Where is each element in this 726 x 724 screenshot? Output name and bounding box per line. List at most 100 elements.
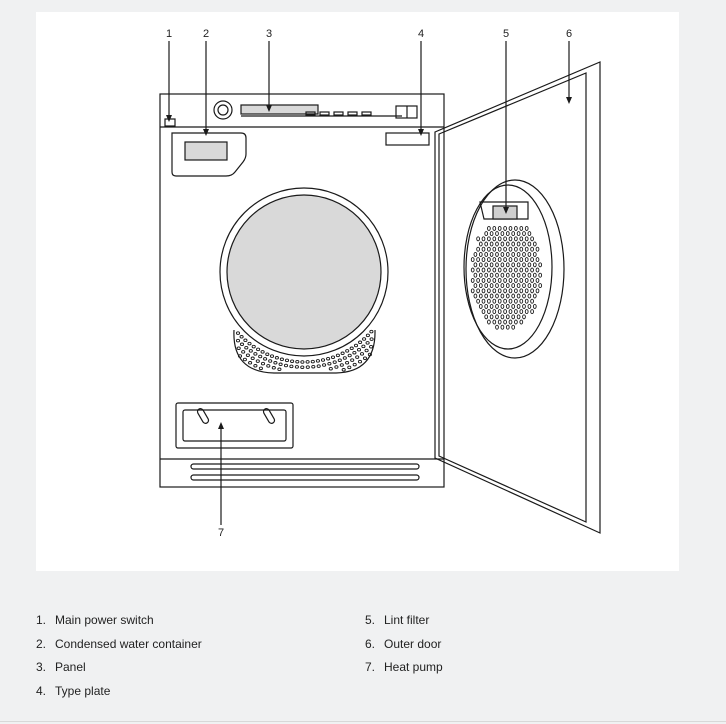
plinth-slot (190, 463, 420, 470)
vent-hole (353, 343, 359, 348)
legend-item: 2.Condensed water container (36, 636, 202, 660)
legend-number: 1. (36, 613, 47, 627)
water-container-window (184, 141, 228, 161)
vent-hole (524, 288, 529, 294)
vent-hole (497, 277, 502, 283)
vent-hole (522, 283, 526, 289)
vent-hole (476, 257, 480, 263)
vent-hole (478, 293, 483, 299)
vent-hole (278, 362, 283, 367)
legend-label: Condensed water container (55, 636, 202, 651)
vent-hole (369, 344, 374, 349)
vent-hole (503, 246, 507, 252)
vent-hole (519, 277, 524, 283)
vent-hole (505, 241, 510, 247)
vent-hole (519, 246, 524, 252)
vent-hole (527, 272, 532, 278)
vent-hole (341, 368, 346, 372)
vent-hole (532, 251, 537, 257)
vent-hole (516, 241, 521, 247)
vent-hole (527, 241, 532, 247)
arrowhead (166, 115, 172, 122)
vent-hole (481, 236, 486, 242)
vent-hole (489, 314, 494, 320)
vent-hole (522, 262, 526, 268)
vent-hole (503, 288, 507, 294)
vent-hole (258, 366, 263, 371)
vent-hole (519, 225, 524, 231)
vent-hole (279, 357, 284, 362)
vent-hole (481, 309, 486, 315)
vent-hole (511, 272, 516, 278)
vent-hole (538, 283, 543, 289)
vent-hole (487, 309, 491, 315)
vent-hole (305, 365, 310, 369)
vent-hole (347, 365, 352, 370)
vent-hole (516, 283, 521, 289)
vent-hole (352, 350, 357, 355)
vent-hole (532, 303, 537, 309)
vent-hole (315, 359, 320, 363)
vent-hole (489, 272, 494, 278)
vent-hole (251, 344, 256, 349)
vent-hole (484, 241, 489, 247)
leader-lines (168, 41, 570, 525)
dryer-diagram-panel: 1 2 3 4 5 6 7 (36, 12, 679, 571)
legend: 1.Main power switch 2.Condensed water co… (36, 612, 696, 712)
vent-hole (487, 236, 491, 242)
vent-hole (358, 340, 363, 345)
vent-hole (481, 288, 486, 294)
vent-hole (524, 298, 529, 304)
vent-hole (326, 356, 331, 361)
vent-hole (516, 303, 521, 309)
vent-hole (260, 361, 266, 366)
vent-hole (478, 262, 483, 268)
vent-hole (258, 354, 263, 359)
vent-hole (522, 293, 526, 299)
outer-door-inner-edge (438, 72, 587, 523)
vent-hole (530, 298, 534, 304)
legend-number: 5. (365, 613, 376, 627)
vent-hole (522, 231, 526, 237)
vent-hole (484, 314, 489, 320)
vent-hole (487, 225, 491, 231)
vent-hole (519, 288, 524, 294)
vent-hole (361, 344, 366, 349)
callout-number-4: 4 (418, 28, 424, 40)
vent-hole (322, 363, 327, 367)
vent-hole (511, 314, 516, 320)
vent-hole (508, 319, 513, 325)
vent-hole (365, 333, 370, 338)
vent-hole (268, 359, 273, 363)
vent-hole (266, 364, 271, 368)
vent-hole (236, 346, 241, 350)
vent-hole (514, 225, 518, 231)
vent-hole (503, 319, 507, 325)
vent-hole (492, 298, 497, 304)
vent-hole (519, 319, 524, 325)
vent-hole (248, 349, 253, 353)
vent-hole (476, 277, 480, 283)
vent-hole (527, 262, 532, 268)
vent-hole (300, 360, 305, 364)
vent-hole (487, 257, 491, 263)
vent-hole (527, 293, 532, 299)
door-porthole-inner (463, 184, 553, 350)
vent-hole (356, 347, 362, 352)
vent-hole (340, 351, 345, 356)
vent-hole (305, 360, 310, 364)
lint-filter-handle (492, 205, 518, 220)
vent-hole (532, 241, 537, 247)
vent-hole (235, 338, 241, 343)
callout-number-3: 3 (266, 28, 272, 40)
vent-hole (524, 309, 529, 315)
vent-hole (345, 360, 350, 365)
vent-hole (495, 303, 499, 309)
plinth-slot (190, 474, 420, 481)
vent-hole (476, 246, 480, 252)
vent-hole (243, 338, 248, 343)
vent-hole (503, 298, 507, 304)
vent-hole (239, 342, 245, 347)
vent-hole (505, 283, 510, 289)
vent-hole (505, 262, 510, 268)
